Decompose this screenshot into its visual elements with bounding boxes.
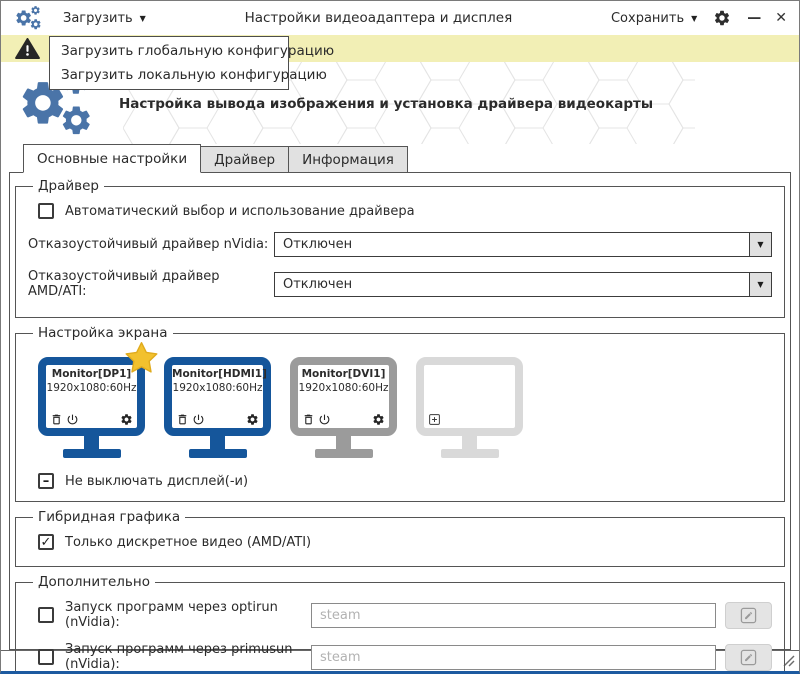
gear-icon[interactable]: [372, 413, 385, 426]
dropdown-arrow-icon[interactable]: ▼: [749, 272, 771, 296]
monitor-name: Monitor[HDMI1]: [172, 368, 267, 380]
additional-group-title: Дополнительно: [38, 574, 150, 590]
monitor-dp1[interactable]: Monitor[DP1] 1920x1080:60Hz: [38, 357, 145, 458]
app-gears-icon: [13, 5, 43, 31]
screen-group: Настройка экрана Monitor[DP1] 1920x1080:…: [15, 325, 785, 502]
discrete-only-label: Только дискретное видео (AMD/ATI): [65, 534, 312, 550]
primusun-checkbox[interactable]: [38, 649, 54, 665]
discrete-only-checkbox[interactable]: ✓: [38, 534, 54, 550]
gear-icon: [713, 9, 731, 27]
load-menu-label: Загрузить: [63, 10, 133, 26]
keep-display-on-checkbox[interactable]: –: [38, 473, 54, 489]
monitor-list: Monitor[DP1] 1920x1080:60Hz Monitor[HDMI…: [26, 343, 774, 458]
monitor-dvi1[interactable]: Monitor[DVI1] 1920x1080:60Hz: [290, 357, 397, 458]
driver-group: Драйвер Автоматический выбор и использов…: [15, 178, 785, 318]
chevron-down-icon: ▼: [691, 13, 698, 23]
close-button[interactable]: ✕: [775, 10, 787, 26]
minimize-button[interactable]: —: [747, 10, 761, 26]
tab-bar: Основные настройки Драйвер Информация: [23, 144, 799, 173]
screen-group-title: Настройка экрана: [38, 325, 168, 341]
tab-information[interactable]: Информация: [288, 146, 408, 173]
monitor-name: Monitor[DP1]: [51, 368, 132, 380]
save-menu-label: Сохранить: [610, 10, 685, 26]
tab-main-settings[interactable]: Основные настройки: [23, 144, 202, 173]
primusun-command-input[interactable]: [311, 644, 716, 670]
menu-item-load-global-config[interactable]: Загрузить глобальную конфигурацию: [61, 43, 335, 59]
keep-display-on-label: Не выключать дисплей(-и): [65, 473, 249, 489]
primusun-label: Запуск программ через primusun (nVidia):: [65, 642, 293, 672]
primusun-edit-button[interactable]: [725, 643, 772, 671]
chevron-down-icon: ▼: [139, 13, 146, 23]
optirun-label: Запуск программ через optirun (nVidia):: [65, 600, 278, 630]
add-monitor-icon[interactable]: [428, 413, 441, 426]
amd-failsafe-value: Отключен: [283, 276, 353, 292]
auto-driver-label: Автоматический выбор и использование дра…: [65, 203, 415, 219]
primary-star-icon: [124, 341, 159, 375]
tab-driver[interactable]: Драйвер: [200, 146, 290, 173]
amd-failsafe-label: Отказоустойчивый драйвер AMD/ATI:: [28, 269, 220, 299]
power-icon[interactable]: [318, 413, 331, 426]
amd-failsafe-select[interactable]: Отключен ▼: [274, 271, 772, 297]
optirun-command-input[interactable]: [311, 602, 716, 628]
nvidia-failsafe-label: Отказоустойчивый драйвер nVidia:: [28, 237, 269, 252]
load-menu-button[interactable]: Загрузить ▼: [63, 11, 146, 26]
warning-icon: [15, 38, 40, 59]
titlebar-right-controls: Сохранить ▼ — ✕: [611, 9, 787, 27]
nvidia-failsafe-value: Отключен: [283, 237, 353, 252]
titlebar: Загрузить ▼ Настройки видеоадаптера и ди…: [1, 1, 799, 35]
settings-button[interactable]: [713, 9, 731, 27]
power-icon[interactable]: [66, 413, 79, 426]
monitor-resolution: 1920x1080:60Hz: [298, 382, 389, 394]
edit-pencil-icon: [740, 649, 757, 666]
dropdown-arrow-icon[interactable]: ▼: [749, 233, 771, 256]
monitor-name: Monitor[DVI1]: [301, 368, 386, 380]
header-title: Настройка вывода изображения и установка…: [119, 96, 654, 112]
gear-icon[interactable]: [120, 413, 133, 426]
monitor-add-slot[interactable]: [416, 357, 523, 458]
hybrid-graphics-group: Гибридная графика ✓ Только дискретное ви…: [15, 509, 785, 567]
monitor-hdmi1[interactable]: Monitor[HDMI1] 1920x1080:60Hz: [164, 357, 271, 458]
main-settings-panel: Драйвер Автоматический выбор и использов…: [9, 172, 791, 671]
monitor-resolution: 1920x1080:60Hz: [46, 382, 137, 394]
edit-pencil-icon: [740, 607, 757, 624]
optirun-edit-button[interactable]: [725, 601, 772, 629]
gear-icon[interactable]: [246, 413, 259, 426]
menu-item-load-local-config[interactable]: Загрузить локальную конфигурацию: [61, 67, 327, 83]
trash-icon[interactable]: [176, 413, 189, 426]
hybrid-group-title: Гибридная графика: [38, 509, 181, 525]
nvidia-failsafe-select[interactable]: Отключен ▼: [274, 232, 772, 257]
auto-driver-checkbox[interactable]: [38, 203, 54, 219]
window-title: Настройки видеоадаптера и дисплея: [244, 10, 513, 26]
save-menu-button[interactable]: Сохранить ▼: [611, 11, 697, 26]
additional-group: Дополнительно Запуск программ через opti…: [15, 574, 785, 672]
trash-icon[interactable]: [302, 413, 315, 426]
app-header: Настройка вывода изображения и установка…: [1, 62, 799, 144]
load-dropdown-menu: Загрузить глобальную конфигурацию Загруз…: [49, 36, 335, 90]
trash-icon[interactable]: [50, 413, 63, 426]
power-icon[interactable]: [192, 413, 205, 426]
driver-group-title: Драйвер: [38, 178, 99, 194]
monitor-resolution: 1920x1080:60Hz: [172, 382, 263, 394]
optirun-checkbox[interactable]: [38, 607, 54, 623]
